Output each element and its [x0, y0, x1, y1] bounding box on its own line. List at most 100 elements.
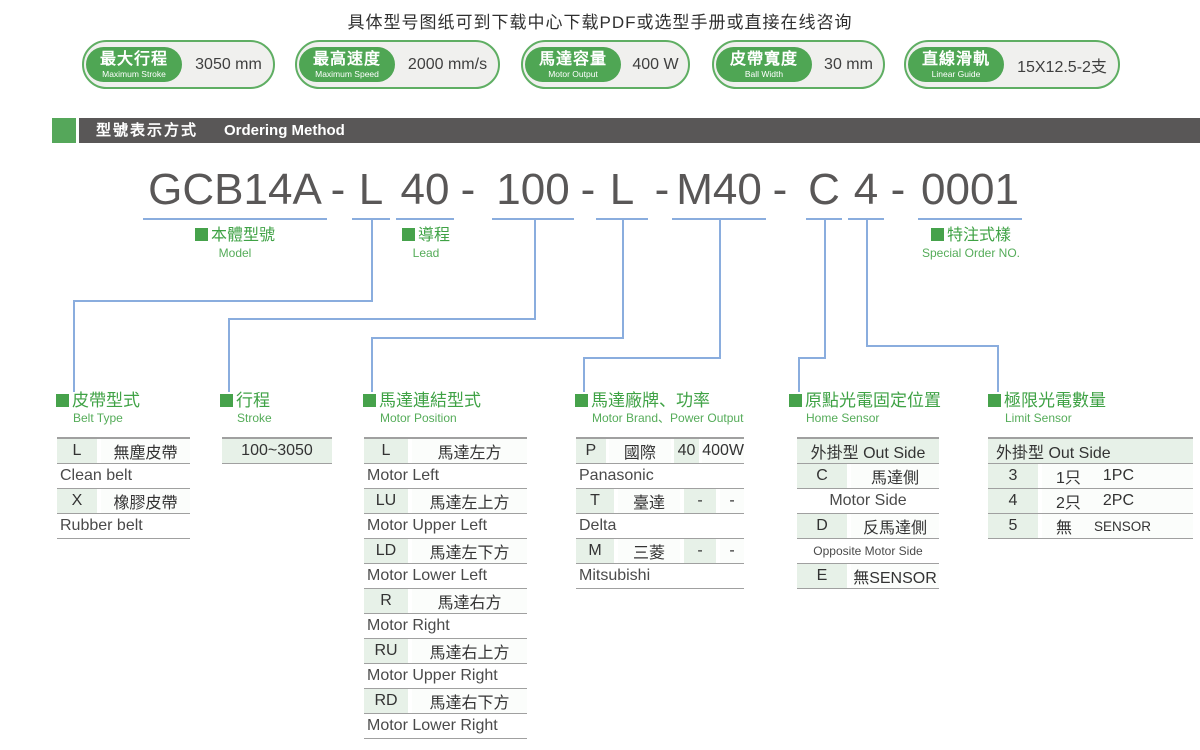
- cell-brand: 三菱: [618, 539, 680, 563]
- section-title-zh: 行程: [236, 391, 270, 410]
- model-segment-limit-sensor: 4: [848, 166, 884, 220]
- cell-code: E: [797, 564, 847, 588]
- model-segment-home-sensor: C: [806, 166, 842, 220]
- connector-line: [73, 300, 373, 302]
- table-row: LU 馬達左上方: [364, 489, 527, 514]
- cell-code: LD: [364, 539, 408, 563]
- model-dash: -: [460, 165, 476, 214]
- table-row: X 橡膠皮帶: [57, 489, 190, 514]
- model-dash: -: [580, 165, 596, 214]
- table-row: C 馬達側: [797, 464, 939, 489]
- cell-code: RU: [364, 639, 408, 663]
- cell-desc: 無 SENSOR: [1042, 514, 1193, 538]
- section-title-en: Home Sensor: [806, 411, 880, 425]
- qty-zh: 1只: [1056, 470, 1081, 487]
- badge-title-en: Linear Guide: [931, 69, 981, 79]
- table-row: L 無塵皮帶: [57, 439, 190, 464]
- badge-title: 最高速度 Maximum Speed: [299, 47, 395, 82]
- table-row: RD 馬達右下方: [364, 689, 527, 714]
- badge-title: 直線滑軌 Linear Guide: [908, 47, 1004, 82]
- section-title-en: Stroke: [237, 411, 272, 425]
- cell-code: 3: [988, 464, 1038, 488]
- table-row-en: Motor Upper Left: [364, 514, 527, 539]
- table-row-en: Motor Lower Left: [364, 564, 527, 589]
- model-segment-body: GCB14A: [143, 166, 327, 220]
- badge-value: 30 mm: [824, 55, 873, 73]
- table-row-en: Opposite Motor Side: [797, 539, 939, 564]
- table-row-en: Motor Side: [797, 489, 939, 514]
- green-square-icon: [363, 394, 376, 407]
- callout-special-zh: 特注式樣: [946, 227, 1011, 244]
- cell-code: M: [576, 539, 614, 563]
- cell-desc: 馬達左方: [412, 439, 527, 463]
- section-header-motor-brand: 馬達廠牌、功率 Motor Brand、Power Output: [575, 390, 743, 426]
- table-row: D 反馬達側: [797, 514, 939, 539]
- table-row-en: Clean belt: [57, 464, 190, 489]
- section-title-en: Limit Sensor: [1005, 411, 1072, 425]
- green-square-icon: [401, 228, 415, 241]
- model-segment-motor-brand: M40: [672, 166, 766, 220]
- connector-line: [371, 337, 624, 339]
- connector-line: [371, 337, 373, 392]
- connector-line: [622, 220, 624, 337]
- qty-zh: 無: [1056, 520, 1073, 537]
- table-row: M 三菱 - -: [576, 539, 744, 564]
- model-segment-motor-position: L: [596, 166, 648, 220]
- belt-type-table: L 無塵皮帶 Clean belt X 橡膠皮帶 Rubber belt: [57, 437, 190, 539]
- cell-power: -: [720, 539, 744, 563]
- callout-model-en: Model: [218, 246, 252, 260]
- table-row-en: Motor Lower Right: [364, 714, 527, 739]
- table-header-out-side: 外掛型 Out Side: [988, 439, 1193, 464]
- badge-title-en: Motor Output: [548, 69, 598, 79]
- spec-badge-linear-guide: 直線滑軌 Linear Guide 15X12.5-2支: [904, 40, 1120, 89]
- green-square-icon: [220, 394, 233, 407]
- section-title-zh: 原點光電固定位置: [805, 391, 941, 410]
- cell-desc: 馬達左上方: [412, 489, 527, 513]
- cell-brand: 國際: [608, 439, 671, 463]
- connector-line: [798, 357, 800, 392]
- table-row: 5 無 SENSOR: [988, 514, 1193, 539]
- badge-value: 3050 mm: [195, 55, 262, 73]
- cell-code: X: [57, 489, 97, 513]
- connector-line: [228, 318, 536, 320]
- green-square-icon: [575, 394, 588, 407]
- cell-code: R: [364, 589, 408, 613]
- cell-desc: 橡膠皮帶: [101, 489, 190, 513]
- green-square-icon: [988, 394, 1001, 407]
- badge-value: 400 W: [632, 55, 679, 73]
- callout-special-en: Special Order NO.: [921, 246, 1021, 260]
- badge-title-zh: 最大行程: [99, 51, 168, 68]
- badge-title-zh: 皮帶寬度: [729, 51, 798, 68]
- table-row-en: Motor Upper Right: [364, 664, 527, 689]
- cell-code: L: [57, 439, 97, 463]
- section-header-limit-sensor: 極限光電數量 Limit Sensor: [988, 390, 1106, 426]
- connector-line: [866, 345, 999, 347]
- cell-power-code: -: [684, 539, 716, 563]
- model-segment-stroke: 100: [492, 166, 574, 220]
- badge-title-zh: 馬達容量: [538, 51, 607, 68]
- green-square-icon: [52, 118, 76, 143]
- cell-code: T: [576, 489, 614, 513]
- connector-line: [997, 345, 999, 392]
- callout-model-zh: 本體型號: [210, 227, 275, 244]
- model-dash: -: [772, 165, 788, 214]
- cell-power: -: [720, 489, 744, 513]
- motor-position-table: L 馬達左方 Motor Left LU 馬達左上方 Motor Upper L…: [364, 437, 527, 739]
- qty-en: 2PC: [1102, 492, 1135, 509]
- badge-title: 馬達容量 Motor Output: [525, 47, 621, 82]
- qty-en: SENSOR: [1094, 518, 1152, 534]
- cell-brand: 臺達: [618, 489, 680, 513]
- cell-desc: 1只 1PC: [1042, 464, 1193, 488]
- cell-desc: 馬達側: [851, 464, 939, 488]
- section-title-en: Belt Type: [73, 411, 123, 425]
- titlebar-title-en: Ordering Method: [224, 122, 345, 139]
- home-sensor-table: 外掛型 Out Side C 馬達側 Motor Side D 反馬達側 Opp…: [797, 437, 939, 589]
- spec-badge-max-stroke: 最大行程 Maximum Stroke 3050 mm: [82, 40, 275, 89]
- stroke-table: 100~3050: [222, 437, 332, 464]
- callout-special-order: 特注式樣 Special Order NO.: [880, 226, 1062, 261]
- connector-line: [719, 220, 721, 357]
- callout-lead-zh: 導程: [417, 227, 450, 244]
- section-header-motor-position: 馬達連結型式 Motor Position: [363, 390, 481, 426]
- table-row: RU 馬達右上方: [364, 639, 527, 664]
